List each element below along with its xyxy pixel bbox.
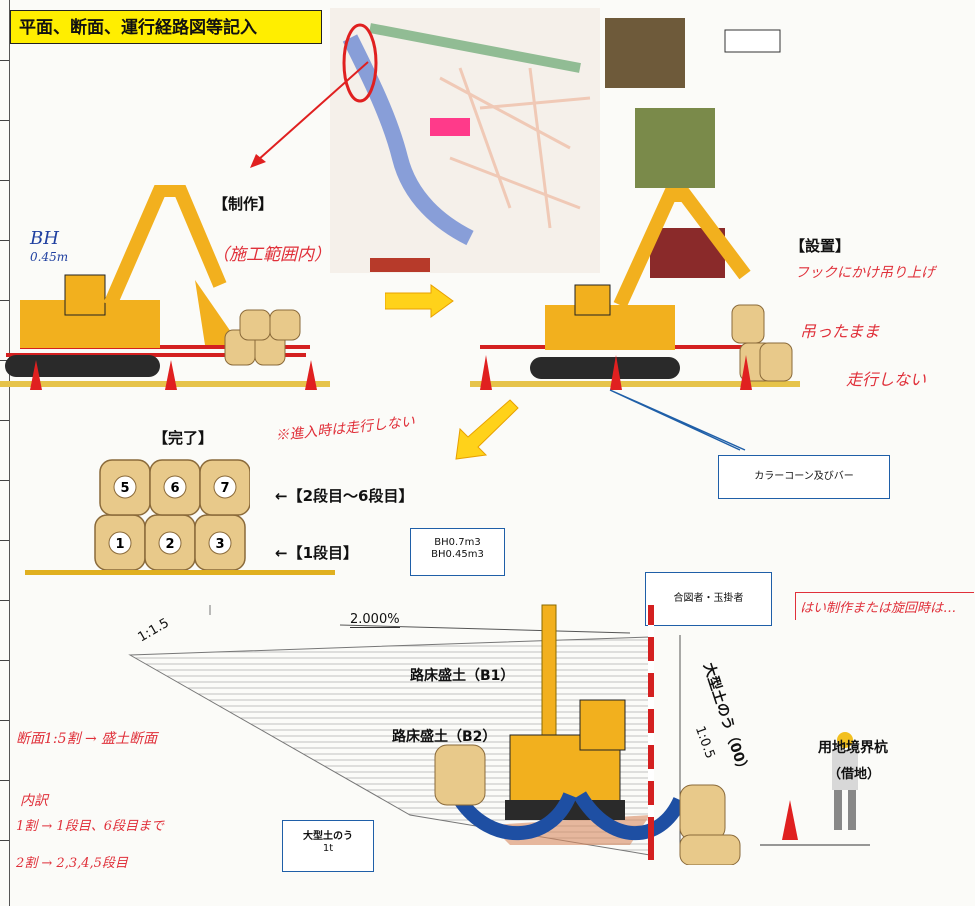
- shakuchi-label: （借地）: [828, 767, 881, 782]
- pointer-arrow-icon: [250, 61, 369, 168]
- bh-note-2: 0.45m: [30, 250, 69, 264]
- right-box-note: はい制作または旋回時は…: [795, 592, 974, 620]
- center-note: ※進入時は走行しない: [274, 413, 416, 445]
- bag-number: 5: [120, 481, 129, 496]
- bag-number: 2: [165, 537, 174, 552]
- cone-callout: カラーコーン及びバー: [718, 455, 890, 499]
- bh-line1: BH0.7m3: [434, 537, 481, 548]
- bag-1t-line2: 1t: [322, 843, 334, 854]
- excavator-installing-illustration: [470, 188, 800, 390]
- secchi-note-1: フックにかけ吊り上げ: [795, 265, 935, 281]
- document-title: 平面、断面、運行経路図等記入: [10, 10, 322, 44]
- bh-line2: BH0.45m3: [431, 549, 484, 560]
- signal-person-callout: 合図者・玉掛者: [645, 572, 772, 626]
- rosho-b2-label: 路床盛土（B2）: [392, 729, 497, 745]
- bag-number: 3: [215, 537, 224, 552]
- excavator-making-illustration: [0, 185, 330, 390]
- bag-1t-callout: 大型土のう 1t: [282, 820, 374, 872]
- bag-1t-line1: 大型土のう: [303, 831, 353, 842]
- left-margin-rule: [0, 0, 10, 906]
- cone-callout-leader: [609, 389, 746, 451]
- left-note-4: 2割 → 2,3,4,5段目: [16, 856, 128, 871]
- left-note-2: 内訳: [20, 793, 48, 809]
- flow-arrow-down-icon: [455, 399, 519, 460]
- rosho-b1-label: 路床盛土（B1）: [410, 668, 515, 684]
- bag-number: 6: [170, 481, 179, 496]
- secchi-label: 【設置】: [790, 237, 851, 255]
- left-note-1: 断面1:5割 → 盛土断面: [16, 731, 158, 747]
- secchi-note-2: 吊ったまま: [800, 322, 880, 341]
- bh-capacity-callout: BH0.7m3 BH0.45m3: [410, 528, 505, 576]
- kanryo-label: 【完了】: [153, 429, 214, 447]
- cross-section-drawing: [128, 604, 870, 865]
- flow-arrow-right-icon: [385, 284, 454, 318]
- secchi-note-3: 走行しない: [846, 370, 927, 389]
- bag-number: 7: [220, 481, 229, 496]
- gradient-label: 2.000%: [350, 612, 400, 628]
- left-note-3: 1割 → 1段目、6段目まで: [16, 819, 164, 834]
- bag-stack-illustration: 5 6 7 1 2 3: [94, 459, 250, 571]
- bh-note-1: BH: [30, 228, 59, 249]
- boundary-label: 用地境界杭: [818, 740, 888, 756]
- dan-2-6-label: ←【2段目～6段目】: [275, 487, 414, 505]
- ground-line: [25, 570, 335, 575]
- dan-1-label: ←【1段目】: [275, 544, 359, 562]
- seisaku-note: （施工範囲内）: [212, 245, 331, 265]
- bag-number: 1: [115, 537, 124, 552]
- seisaku-label: 【制作】: [213, 195, 274, 213]
